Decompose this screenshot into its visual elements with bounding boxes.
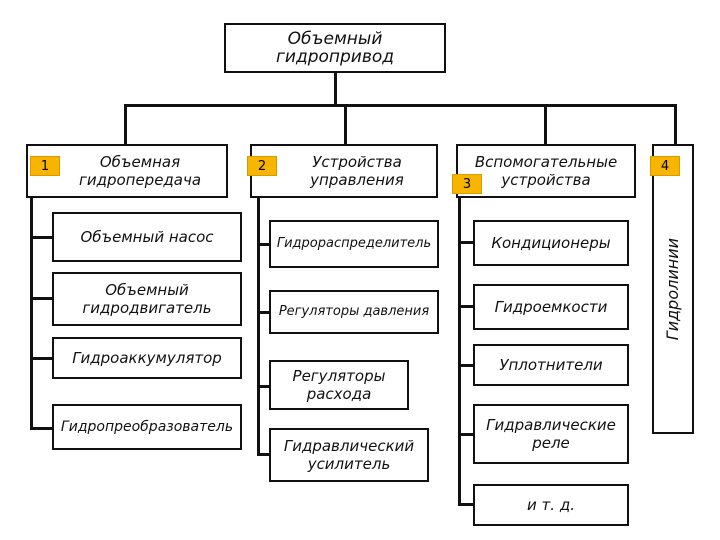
col1-item-node: Объемный насос: [52, 212, 242, 262]
connector-col3-drop: [544, 104, 547, 144]
col1-header-label: Объемная гидропередача: [78, 153, 202, 189]
col3-item-label: и т. д.: [527, 496, 575, 514]
col4-number-badge: 4: [650, 156, 680, 176]
col2-item-node: Гидрораспределитель: [269, 220, 439, 268]
col3-header-label: Вспомогательные устройства: [474, 153, 618, 189]
col1-branch: [30, 236, 52, 239]
col2-header-node: Устройства управления: [250, 144, 438, 198]
col3-item-label: Кондиционеры: [491, 234, 611, 252]
connector-root-down: [334, 72, 337, 106]
col3-item-node: Гидроемкости: [473, 284, 629, 330]
connector-col2-drop: [344, 104, 347, 144]
col2-item-node: Регуляторы давления: [269, 290, 439, 334]
col3-item-label: Гидравлические реле: [486, 416, 616, 452]
root-node: Объемный гидропривод: [224, 23, 446, 73]
col2-header-label: Устройства управления: [310, 153, 404, 189]
col2-item-label: Регуляторы расхода: [292, 367, 386, 403]
col2-spine: [257, 196, 260, 456]
col2-branch: [257, 311, 269, 314]
col3-item-node: Кондиционеры: [473, 220, 629, 266]
col2-branch: [257, 243, 269, 246]
col3-branch: [458, 364, 473, 367]
col2-item-label: Гидрораспределитель: [276, 236, 432, 251]
col2-item-node: Гидравлический усилитель: [269, 428, 429, 482]
col1-item-label: Объемный насос: [80, 228, 214, 246]
col1-item-label: Гидроаккумулятор: [72, 349, 222, 367]
col3-item-label: Гидроемкости: [494, 298, 608, 316]
col2-item-node: Регуляторы расхода: [269, 360, 409, 410]
col3-branch: [458, 241, 473, 244]
col3-branch: [458, 433, 473, 436]
col1-item-node: Гидропреобразователь: [52, 404, 242, 450]
col3-item-label: Уплотнители: [499, 356, 603, 374]
connector-top-bus: [124, 104, 677, 107]
col1-branch: [30, 427, 52, 430]
col2-branch: [257, 453, 269, 456]
col3-item-node: и т. д.: [473, 484, 629, 526]
col3-number-badge: 3: [452, 174, 482, 194]
col2-item-label: Регуляторы давления: [278, 304, 430, 319]
col1-item-label: Объемный гидродвигатель: [82, 281, 212, 317]
col3-spine: [458, 196, 461, 506]
col4-label: Гидролинии: [663, 237, 682, 341]
connector-col4-drop: [674, 104, 677, 144]
col2-number-badge: 2: [247, 156, 277, 176]
col3-header-node: Вспомогательные устройства: [456, 144, 636, 198]
connector-col1-drop: [124, 104, 127, 144]
col1-item-node: Гидроаккумулятор: [52, 337, 242, 379]
col1-number-badge: 1: [30, 156, 60, 176]
col2-item-label: Гидравлический усилитель: [283, 437, 415, 473]
col3-item-node: Уплотнители: [473, 344, 629, 386]
col1-branch: [30, 357, 52, 360]
col3-branch: [458, 305, 473, 308]
col1-branch: [30, 297, 52, 300]
col3-item-node: Гидравлические реле: [473, 404, 629, 464]
col2-branch: [257, 385, 269, 388]
col1-item-label: Гидропреобразователь: [60, 419, 234, 435]
col1-item-node: Объемный гидродвигатель: [52, 272, 242, 326]
col4-node: Гидролинии: [652, 144, 694, 434]
col1-spine: [30, 196, 33, 430]
root-label: Объемный гидропривод: [275, 29, 395, 67]
col3-branch: [458, 503, 473, 506]
